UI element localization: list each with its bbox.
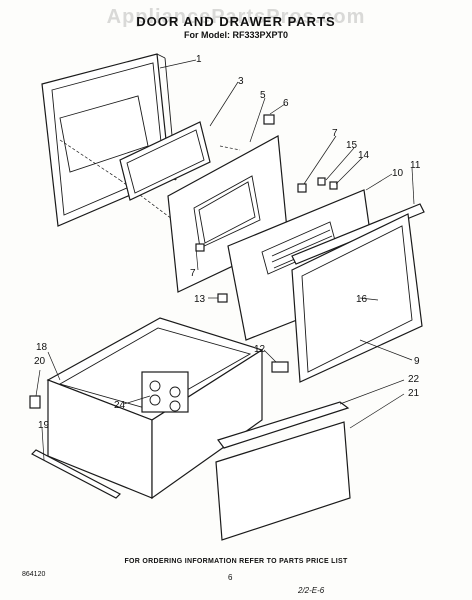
callout-13: 13	[194, 294, 206, 305]
callout-3: 3	[238, 76, 244, 87]
callout-20: 20	[34, 356, 46, 367]
scan-code: 2/2-E-6	[298, 586, 325, 595]
diagram-title: DOOR AND DRAWER PARTS	[136, 14, 336, 29]
callout-5: 5	[260, 90, 266, 101]
callout-11: 11	[410, 160, 421, 171]
figure-code: 864120	[22, 571, 46, 578]
watermark: AppliancePartsPros.com	[106, 6, 366, 28]
door-hinge	[271, 361, 289, 373]
callout-18: 18	[36, 342, 48, 353]
callout-19: 19	[38, 420, 50, 431]
callout-21: 21	[408, 388, 420, 399]
window-frame	[119, 121, 211, 201]
ordering-info: FOR ORDERING INFORMATION REFER TO PARTS …	[124, 558, 348, 565]
model-number: For Model: RF333PXPT0	[183, 30, 289, 40]
door-top-trim	[291, 203, 425, 265]
door-latch	[217, 293, 228, 303]
callout-6: 6	[283, 98, 289, 109]
door-frame	[291, 213, 423, 383]
drawer-front-panel	[215, 421, 351, 541]
callout-7-upper: 7	[332, 128, 338, 139]
callout-22: 22	[408, 374, 420, 385]
callout-1: 1	[196, 54, 202, 65]
callout-labels: 1 3 5 6 7 15 14 10 11 7 13 16 12 9 18 20…	[34, 54, 421, 431]
callout-9: 9	[414, 356, 420, 367]
page-number: 6	[228, 573, 233, 582]
callout-10: 10	[392, 168, 404, 179]
drawer-trim	[217, 401, 350, 449]
callout-15: 15	[346, 140, 358, 151]
drawer-rail	[30, 449, 122, 499]
callout-7-lower: 7	[190, 268, 196, 279]
leader-lines	[35, 59, 415, 461]
drawer-glide-clip	[29, 395, 41, 409]
callout-24: 24	[114, 400, 126, 411]
door-clip	[263, 114, 275, 125]
door-hinge-clip	[195, 183, 307, 252]
callout-12: 12	[254, 344, 266, 355]
callout-14: 14	[358, 150, 370, 161]
storage-drawer	[46, 317, 264, 500]
fastener-set	[317, 177, 338, 190]
callout-16: 16	[356, 294, 368, 305]
